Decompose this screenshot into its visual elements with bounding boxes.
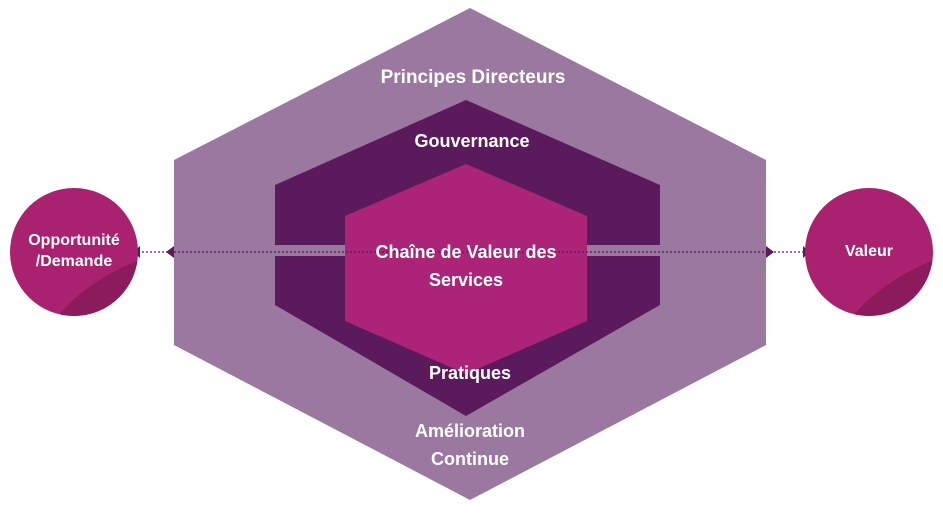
center-hexagon [345, 164, 587, 374]
opportunity-label-line2: /Demande [36, 253, 113, 270]
continual-improvement-label-line2: Continue [431, 449, 509, 469]
value-circle: Valeur [805, 188, 933, 316]
service-value-chain-label-line2: Services [429, 270, 503, 290]
arrowhead-right-outer [766, 246, 774, 258]
arrowhead-left-outer [166, 246, 174, 258]
opportunity-label-line1: Opportunité [28, 232, 120, 249]
governance-label: Gouvernance [414, 131, 529, 151]
guiding-principles-label: Principes Directeurs [381, 67, 566, 88]
middle-hexagon-band-left [275, 245, 355, 256]
practices-label: Pratiques [429, 363, 511, 383]
service-value-chain-label-line1: Chaîne de Valeur des [375, 242, 556, 262]
opportunity-demand-circle: Opportunité /Demande [10, 188, 138, 316]
middle-hexagon-band-right [580, 245, 660, 256]
continual-improvement-label-line1: Amélioration [415, 421, 525, 441]
value-label: Valeur [845, 243, 893, 260]
